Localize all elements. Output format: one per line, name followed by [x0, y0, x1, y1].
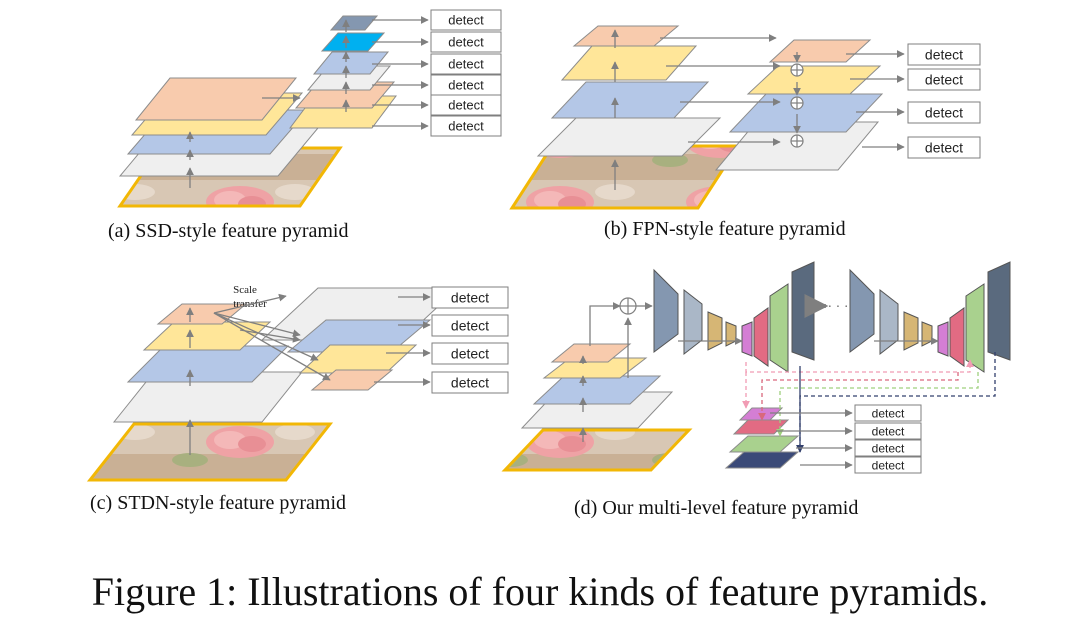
fpn-detect-1-box: [907, 43, 981, 66]
ssd-detect-3-box: [430, 53, 502, 75]
fpn-detect-2-label: detect: [925, 72, 963, 88]
ours-sfam-green: [728, 435, 800, 453]
ours-detect-4-label: detect: [872, 458, 905, 472]
caption-ours: (d) Our multi-level feature pyramid: [574, 497, 859, 519]
ours-tum-1-dec-3: [769, 283, 789, 373]
ssd-scale-4: [312, 51, 390, 75]
ssd-detect-5-label: detect: [448, 98, 484, 113]
stdn-detect-2-box: [431, 314, 509, 337]
ssd-detect-4-label: detect: [448, 78, 484, 93]
ours-tum-1-enc-3: [707, 311, 723, 351]
ours-tum-2-dec-3: [965, 283, 985, 373]
fpn-bu-blue: [550, 81, 710, 119]
caption-stdn: (c) STDN-style feature pyramid: [90, 492, 347, 514]
stdn-detect-1-label: detect: [451, 290, 489, 306]
ours-tum-2-enc-3: [903, 311, 919, 351]
ours-plane-salmon: [550, 343, 632, 363]
ours-to-sum-1: [589, 302, 621, 346]
fpn-detect-3-box: [907, 101, 981, 124]
stdn-transfer-3: [213, 312, 331, 381]
fpn-sum-1: [790, 96, 804, 110]
ours-sum: [619, 297, 637, 315]
stdn-plane-blue: [126, 345, 290, 383]
stdn-transfer-0: [213, 293, 287, 314]
ssd-detect-6-label: detect: [448, 119, 484, 134]
stdn-detect-2-label: detect: [451, 318, 489, 334]
fpn-detect-3-label: detect: [925, 105, 963, 121]
fpn-detect-4-label: detect: [925, 140, 963, 156]
stdn-plane-yellow: [142, 321, 272, 351]
stdn-out-salmon: [310, 369, 394, 391]
ssd-detect-2-label: detect: [448, 35, 484, 50]
ours-tum-1-enc-2: [683, 288, 703, 356]
ours-detect-2-box: [854, 422, 922, 440]
ours-detect-4-box: [854, 456, 922, 474]
ours-input-image: [501, 428, 693, 472]
fpn-bu-yellow: [560, 45, 698, 81]
ours-sfam-violet: [738, 407, 784, 421]
ours-detect-3-box: [854, 439, 922, 457]
fpn-sum-2: [790, 134, 804, 148]
ours-tum-2-dec-4: [987, 261, 1011, 361]
ours-tum-2-enc-2: [879, 288, 899, 356]
ours-tum-2-dec-1: [937, 321, 949, 357]
fpn-td-yellow: [746, 65, 882, 95]
ours-detect-1-box: [854, 404, 922, 422]
stdn-detect-4-label: detect: [451, 375, 489, 391]
fpn-td-salmon: [768, 39, 872, 63]
ours-detect-1-label: detect: [872, 406, 905, 420]
stdn-transfer-4: [239, 329, 301, 343]
stdn-input-image: [86, 422, 334, 482]
ours-plane-yellow: [542, 357, 648, 379]
ours-sfam-pink: [732, 419, 790, 435]
ssd-detect-3-label: detect: [448, 57, 484, 72]
fpn-sum-0: [790, 63, 804, 77]
ours-dash-pink-top: [745, 359, 974, 373]
fpn-detect-4-box: [907, 136, 981, 159]
ssd-detect-6-box: [430, 115, 502, 137]
ours-ellipsis: · · ·: [828, 300, 849, 315]
ssd-plane-salmon: [134, 77, 298, 121]
ssd-detect-1-label: detect: [448, 13, 484, 28]
ours-detect-2-label: detect: [872, 424, 905, 438]
ssd-detect-1-box: [430, 9, 502, 31]
ours-tum-1-enc-4: [725, 321, 737, 347]
ours-tum-2-enc-4: [921, 321, 933, 347]
ours-dash-green: [776, 372, 979, 437]
ours-tum-1-dec-1: [741, 321, 753, 357]
ssd-scale-5: [320, 32, 386, 52]
stdn-detect-1-box: [431, 286, 509, 309]
ours-tum-2-dec-2: [949, 307, 965, 367]
ours-tum-1-dec-4: [791, 261, 815, 361]
stdn-transfer-2: [213, 312, 319, 361]
ours-tum-2-enc-1: [849, 268, 875, 353]
stdn-detect-4-box: [431, 371, 509, 394]
figure-caption: Figure 1: Illustrations of four kinds of…: [91, 569, 989, 614]
fpn-bu-salmon: [572, 25, 680, 47]
ssd-detect-5-box: [430, 94, 502, 116]
fpn-detect-2-box: [907, 68, 981, 91]
caption-fpn: (b) FPN-style feature pyramid: [604, 218, 846, 240]
stdn-detect-3-box: [431, 342, 509, 365]
caption-ssd: (a) SSD-style feature pyramid: [108, 220, 349, 242]
stdn-detect-3-label: detect: [451, 346, 489, 362]
ours-detect-3-label: detect: [872, 441, 905, 455]
ssd-scale-6: [329, 15, 379, 31]
fpn-detect-1-label: detect: [925, 47, 963, 63]
stdn-transfer-1: [213, 312, 301, 338]
stdn-scale-label-1: Scale: [233, 284, 257, 296]
ours-dash-red: [758, 372, 959, 421]
ours-tum-1-enc-1: [653, 268, 679, 353]
ours-tum-1-dec-2: [753, 307, 769, 367]
ours-sfam-navy: [724, 451, 800, 469]
ssd-detect-2-box: [430, 31, 502, 53]
